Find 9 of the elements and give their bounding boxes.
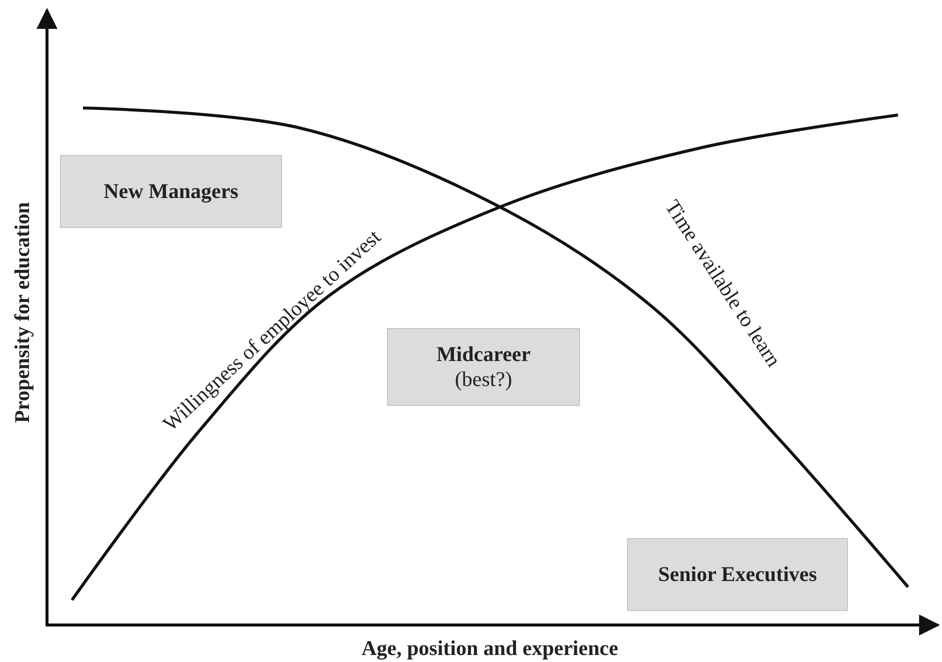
box-heading: Midcareer (435, 342, 532, 367)
box-heading: Senior Executives (657, 562, 818, 588)
box-note: (best?) (454, 367, 514, 392)
category-box (387, 328, 580, 406)
axis-title: Propensity for education (9, 202, 34, 422)
category-box (627, 538, 848, 611)
category-box (60, 155, 282, 228)
box-heading: New Managers (102, 178, 240, 204)
axis-title: Age, position and experience (362, 636, 618, 660)
